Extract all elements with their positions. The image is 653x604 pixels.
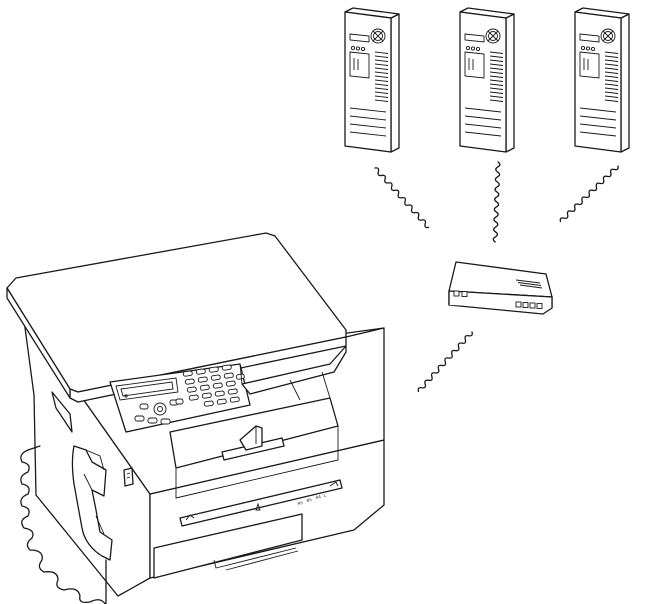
wireless-link-icon [558, 163, 621, 224]
tower-pc-icon [459, 7, 515, 153]
tower-pc-icon [574, 7, 630, 153]
paper-size-label-b5: B5 [306, 497, 313, 503]
wireless-link-icon [416, 330, 475, 394]
wireless-router-icon [448, 261, 553, 315]
multifunction-printer-icon: A5 B5 A4 L [6, 232, 385, 604]
wireless-link-icon [492, 161, 501, 243]
wireless-link-icon [372, 166, 431, 230]
paper-size-label-a5: A5 [297, 500, 304, 506]
tower-pc-icon [344, 7, 400, 153]
paper-size-label-a4: A4 [315, 494, 322, 500]
paper-size-label-l: L [323, 492, 327, 498]
